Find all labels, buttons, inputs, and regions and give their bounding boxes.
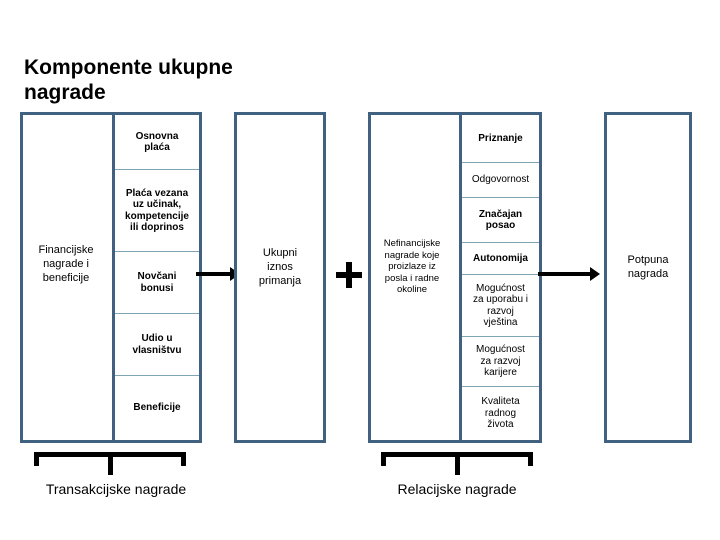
nonfinancial-item-mogucnost-za-uporabu-i-razvoj-vjestina[interactable]: Mogućnost za uporabu i razvoj vještina bbox=[462, 275, 539, 337]
nonfinancial-item-kvaliteta-radnog-zivota[interactable]: Kvaliteta radnog života bbox=[481, 396, 520, 431]
total-reward-box[interactable] bbox=[604, 112, 692, 443]
nonfinancial-item-autonomija[interactable]: Autonomija bbox=[462, 243, 539, 275]
financial-item-placa-vezana-uz-ucinak[interactable]: Plaća vezana uz učinak, kompetencije ili… bbox=[115, 170, 199, 252]
financial-components-stack: Osnovna plaća Plaća vezana uz učinak, ko… bbox=[112, 112, 202, 443]
transactional-rewards-label: Transakcijske nagrade bbox=[45, 481, 187, 497]
transactional-rewards-brace bbox=[34, 452, 186, 478]
relational-rewards-label: Relacijske nagrade bbox=[397, 481, 517, 497]
financial-item-novcani-bonusi[interactable]: Novčani bonusi bbox=[115, 252, 199, 314]
total-remuneration-box[interactable] bbox=[234, 112, 326, 443]
financial-item-udio-u-vlasnistvu[interactable]: Udio u vlasništvu bbox=[115, 314, 199, 376]
nonfinancial-components-stack: Priznanje Odgovornost Značajan posao Aut… bbox=[459, 112, 542, 443]
financial-rewards-label: Financijske nagrade i beneficije bbox=[38, 244, 94, 284]
arrow-nonfinancial-to-totalreward-icon bbox=[538, 267, 600, 281]
nonfinancial-rewards-label: Nefinancijske nagrade koje proizlaze iz … bbox=[383, 238, 441, 295]
total-remuneration-label: Ukupni iznos primanja bbox=[258, 247, 302, 287]
financial-item-osnovna-placa[interactable]: Osnovna plaća bbox=[115, 115, 199, 170]
page-title: Komponente ukupne nagrade bbox=[24, 56, 233, 104]
nonfinancial-item-mogucnost-za-razvoj-karijere[interactable]: Mogućnost za razvoj karijere bbox=[462, 337, 539, 387]
total-reward-label: Potpuna nagrada bbox=[627, 254, 669, 280]
nonfinancial-item-odgovornost[interactable]: Odgovornost bbox=[462, 163, 539, 198]
plus-icon bbox=[336, 262, 362, 288]
financial-item-beneficije[interactable]: Beneficije bbox=[133, 402, 181, 414]
nonfinancial-item-priznanje[interactable]: Priznanje bbox=[462, 115, 539, 163]
relational-rewards-brace bbox=[381, 452, 533, 478]
nonfinancial-item-znacajan-posao[interactable]: Značajan posao bbox=[462, 198, 539, 243]
